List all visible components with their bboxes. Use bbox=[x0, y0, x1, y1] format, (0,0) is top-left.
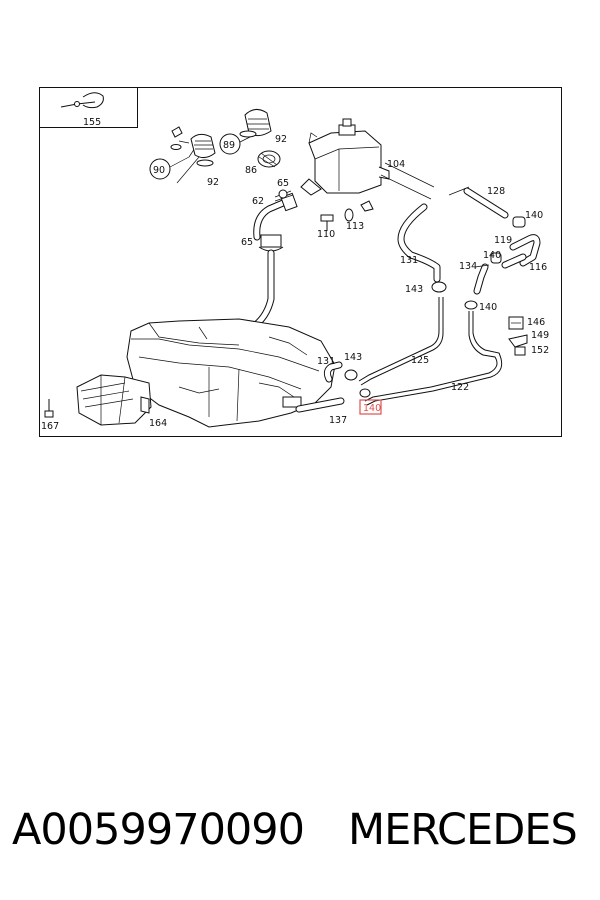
brand-name: MERCEDES bbox=[348, 805, 578, 855]
label-143-lower: 143 bbox=[344, 352, 362, 363]
inset-box bbox=[39, 87, 138, 128]
label-116: 116 bbox=[529, 262, 547, 273]
label-164: 164 bbox=[149, 418, 167, 429]
label-92-left: 92 bbox=[207, 177, 219, 188]
bracket-149 bbox=[508, 334, 528, 348]
shield-164 bbox=[76, 374, 152, 426]
label-140-mid: 140 bbox=[479, 302, 497, 313]
nut-167 bbox=[44, 399, 54, 418]
reservoir-104 bbox=[300, 118, 435, 200]
label-128: 128 bbox=[487, 186, 505, 197]
label-140-right: 140 bbox=[483, 250, 501, 261]
fuel-tank bbox=[126, 318, 336, 428]
hose-137 bbox=[295, 397, 345, 413]
diagram-frame bbox=[39, 87, 562, 437]
label-131-upper: 131 bbox=[400, 255, 418, 266]
label-62: 62 bbox=[252, 196, 264, 207]
clamp-140-mid bbox=[464, 300, 478, 310]
parts-diagram: 155 90 92 89 92 86 104 65 62 65 110 113 … bbox=[39, 87, 562, 437]
label-65-lower: 65 bbox=[241, 237, 253, 248]
bolt-110 bbox=[320, 214, 334, 231]
label-125: 125 bbox=[411, 355, 429, 366]
highlight-box bbox=[359, 399, 382, 415]
clamp-143-upper bbox=[431, 281, 447, 293]
hose-131-lower bbox=[323, 361, 358, 383]
clamp-140-lower bbox=[359, 388, 371, 398]
part-labels: 155 90 92 89 92 86 104 65 62 65 110 113 … bbox=[41, 117, 549, 432]
label-137: 137 bbox=[329, 415, 347, 426]
line-122 bbox=[364, 311, 503, 406]
connector-116 bbox=[490, 252, 527, 269]
grommet-89-group bbox=[219, 109, 281, 168]
label-110: 110 bbox=[317, 229, 335, 240]
part-footer: A0059970090 MERCEDES bbox=[12, 800, 592, 860]
hose-131-upper bbox=[397, 203, 441, 283]
label-134: 134 bbox=[459, 261, 477, 272]
label-131-lower: 131 bbox=[317, 356, 335, 367]
label-167: 167 bbox=[41, 421, 59, 432]
washer-113 bbox=[344, 200, 374, 222]
clamp-140-top bbox=[512, 216, 526, 228]
label-86: 86 bbox=[245, 165, 257, 176]
clip-155-icon bbox=[60, 92, 104, 109]
hose-119 bbox=[509, 234, 541, 267]
label-155: 155 bbox=[83, 117, 101, 128]
grommet-90-group bbox=[149, 126, 216, 184]
connector-65 bbox=[258, 234, 284, 252]
label-92-right: 92 bbox=[275, 134, 287, 145]
label-152: 152 bbox=[531, 345, 549, 356]
label-89: 89 bbox=[223, 140, 235, 151]
nut-152 bbox=[514, 346, 526, 356]
label-104: 104 bbox=[387, 159, 405, 170]
label-140-top: 140 bbox=[525, 210, 543, 221]
hose-128 bbox=[448, 186, 509, 219]
hose-62 bbox=[253, 189, 298, 241]
label-140-highlighted: 140 bbox=[363, 403, 381, 414]
label-122: 122 bbox=[451, 382, 469, 393]
label-90: 90 bbox=[153, 165, 165, 176]
label-146: 146 bbox=[527, 317, 545, 328]
label-113: 113 bbox=[346, 221, 364, 232]
bracket-146 bbox=[508, 316, 524, 330]
label-149: 149 bbox=[531, 330, 549, 341]
line-125 bbox=[358, 297, 444, 386]
label-119: 119 bbox=[494, 235, 512, 246]
label-143-upper: 143 bbox=[405, 284, 423, 295]
label-65-top: 65 bbox=[277, 178, 289, 189]
part-number: A0059970090 bbox=[12, 805, 305, 855]
hose-134 bbox=[473, 263, 490, 295]
